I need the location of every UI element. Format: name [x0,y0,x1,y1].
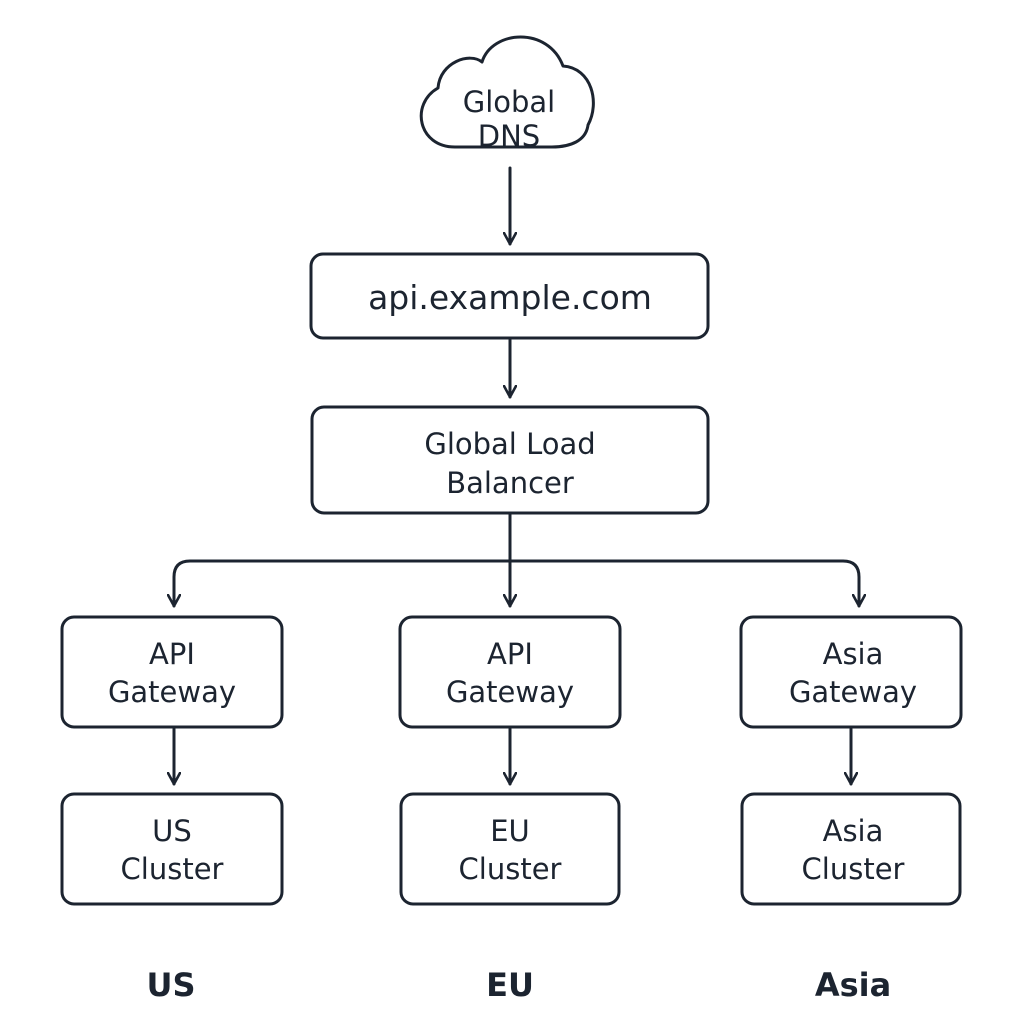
arrow-load-balancer-to-us-gateway [174,559,512,608]
asia-cluster-box [740,792,962,906]
global-dns-label-line1: Global [463,85,556,119]
us-cluster-label-line2: Cluster [121,852,224,886]
domain-label: api.example.com [368,278,652,317]
load-balancer-label-line2: Balancer [446,466,574,500]
eu-cluster-node: EU Cluster [399,792,621,906]
eu-gateway-node: API Gateway [398,615,622,729]
eu-cluster-label-line1: EU [490,814,530,848]
asia-cluster-node: Asia Cluster [740,792,962,906]
us-cluster-box [60,792,284,906]
asia-cluster-label-line2: Cluster [802,852,905,886]
eu-cluster-box [399,792,621,906]
region-label-asia: Asia [815,966,891,1004]
global-dns-node: Global DNS [419,35,595,153]
asia-gateway-label-line2: Gateway [789,675,917,709]
global-dns-label-line2: DNS [478,119,540,153]
load-balancer-label-line1: Global Load [424,427,595,461]
eu-gateway-box [398,615,622,729]
asia-gateway-node: Asia Gateway [739,615,963,729]
eu-gateway-label-line1: API [487,637,533,671]
arrow-load-balancer-to-asia-gateway [508,559,859,608]
us-gateway-node: API Gateway [60,615,284,729]
region-label-eu: EU [486,966,534,1004]
us-gateway-box [60,615,284,729]
load-balancer-node: Global Load Balancer [310,405,710,515]
region-label-us: US [146,966,195,1004]
asia-gateway-label-line1: Asia [823,637,884,671]
us-cluster-label-line1: US [152,814,192,848]
domain-box [309,252,710,340]
asia-gateway-box [739,615,963,729]
us-gateway-label-line1: API [149,637,195,671]
eu-cluster-label-line2: Cluster [459,852,562,886]
us-cluster-node: US Cluster [60,792,284,906]
us-gateway-label-line2: Gateway [108,675,236,709]
eu-gateway-label-line2: Gateway [446,675,574,709]
asia-cluster-label-line1: Asia [823,814,884,848]
domain-node: api.example.com [309,252,710,340]
cloud-icon [419,35,595,149]
